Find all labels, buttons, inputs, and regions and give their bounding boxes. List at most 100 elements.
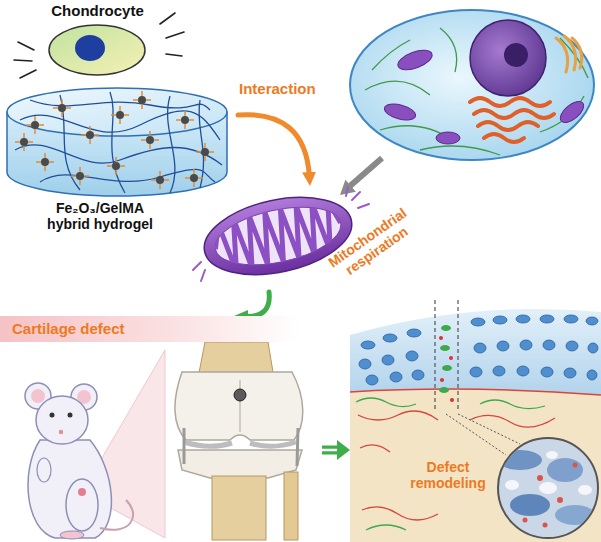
particle xyxy=(15,133,33,151)
fibula xyxy=(284,472,298,540)
zoom-line xyxy=(446,414,506,455)
filament xyxy=(560,38,588,78)
tissue xyxy=(510,494,550,516)
cell xyxy=(407,329,421,337)
cell xyxy=(383,334,397,342)
sparkle xyxy=(352,192,360,200)
panel-heading: Cartilage defect xyxy=(12,320,125,337)
cell xyxy=(564,368,576,378)
subchondral-bone xyxy=(350,385,601,542)
tissue xyxy=(547,458,583,482)
stroke xyxy=(20,70,36,78)
mitochondrion xyxy=(197,185,359,287)
cell xyxy=(588,343,598,353)
cell xyxy=(520,340,532,350)
outer-membrane xyxy=(197,185,359,287)
red-spot xyxy=(537,475,543,481)
cell xyxy=(543,340,555,350)
mouse-ear-inner xyxy=(31,389,45,403)
sparkle xyxy=(193,262,201,270)
cell-label: Chondrocyte xyxy=(25,2,170,19)
er-fold xyxy=(474,110,554,118)
mitochondrion-icon xyxy=(557,98,587,127)
curved-arrow xyxy=(238,115,309,176)
particle xyxy=(107,157,125,175)
fiber xyxy=(366,525,406,530)
filament xyxy=(440,28,457,72)
arrow-head xyxy=(340,180,356,195)
double-arrow xyxy=(322,440,350,460)
er-fold xyxy=(478,122,538,130)
fiber xyxy=(110,92,125,193)
tibia-plateau xyxy=(178,450,302,478)
mouse-leg xyxy=(66,479,98,531)
cartilage-section xyxy=(350,300,601,542)
meniscus xyxy=(184,442,296,446)
cartilage-defect-panel: Cartilage defect xyxy=(0,316,322,540)
stroke xyxy=(166,54,182,56)
particle xyxy=(133,91,151,109)
cell xyxy=(366,375,378,385)
particle xyxy=(111,106,129,124)
femur-condyles xyxy=(175,372,303,440)
fe2o3-particles xyxy=(15,91,214,189)
red-spot xyxy=(573,463,578,468)
knee-spot xyxy=(78,488,86,496)
dashed-boundary xyxy=(434,300,435,412)
filament xyxy=(420,146,500,155)
particle xyxy=(36,153,54,171)
er-fold xyxy=(470,98,550,106)
vessels xyxy=(358,411,555,520)
cell xyxy=(516,315,530,323)
cell xyxy=(382,355,394,365)
lacuna xyxy=(578,485,592,495)
cell xyxy=(471,318,485,326)
sparkle xyxy=(358,204,369,208)
emphasis-strokes xyxy=(14,13,184,78)
vessel xyxy=(358,411,438,420)
golgi-stack xyxy=(572,38,582,68)
cell xyxy=(586,317,598,325)
dashed-boundary xyxy=(457,300,458,412)
golgi xyxy=(556,36,582,72)
cell xyxy=(474,343,486,353)
particle xyxy=(53,99,71,117)
sparkle xyxy=(346,187,348,196)
lacuna xyxy=(539,482,557,494)
mouse-foot xyxy=(60,531,84,539)
arrow-shaft xyxy=(350,158,382,186)
fiber xyxy=(480,400,545,409)
red-spot xyxy=(440,378,444,382)
hydrogel-disc: Fe₂O₃/GelMA hybrid hydrogel xyxy=(0,82,238,240)
nucleolus xyxy=(504,43,528,67)
vessel xyxy=(470,415,555,427)
cell xyxy=(566,341,578,351)
red-spot xyxy=(523,518,528,523)
repair-cell xyxy=(442,365,452,371)
particle xyxy=(26,116,44,134)
cell xyxy=(406,351,418,361)
ligament xyxy=(297,428,298,466)
fiber xyxy=(168,96,175,193)
cell xyxy=(541,367,553,377)
red-spot xyxy=(439,336,443,340)
cell xyxy=(587,370,597,380)
er-fold xyxy=(484,134,524,142)
chondrocyte-cell: Chondrocyte xyxy=(25,0,173,78)
histology-zoom xyxy=(498,438,598,538)
mouse-arm xyxy=(37,458,51,482)
histology-texture xyxy=(498,450,595,528)
stroke xyxy=(14,60,32,61)
particle xyxy=(176,111,194,129)
cell xyxy=(361,341,375,349)
particle xyxy=(81,126,99,144)
mitochondrion-icon xyxy=(383,101,418,123)
small-mitochondria xyxy=(383,46,587,144)
remodeling-panel: Defect remodeling xyxy=(350,298,600,540)
cell-membrane xyxy=(350,10,594,160)
mouse-nose xyxy=(59,430,63,434)
cell-body xyxy=(49,25,145,75)
cell-nucleus xyxy=(75,35,105,61)
cell xyxy=(390,372,402,382)
